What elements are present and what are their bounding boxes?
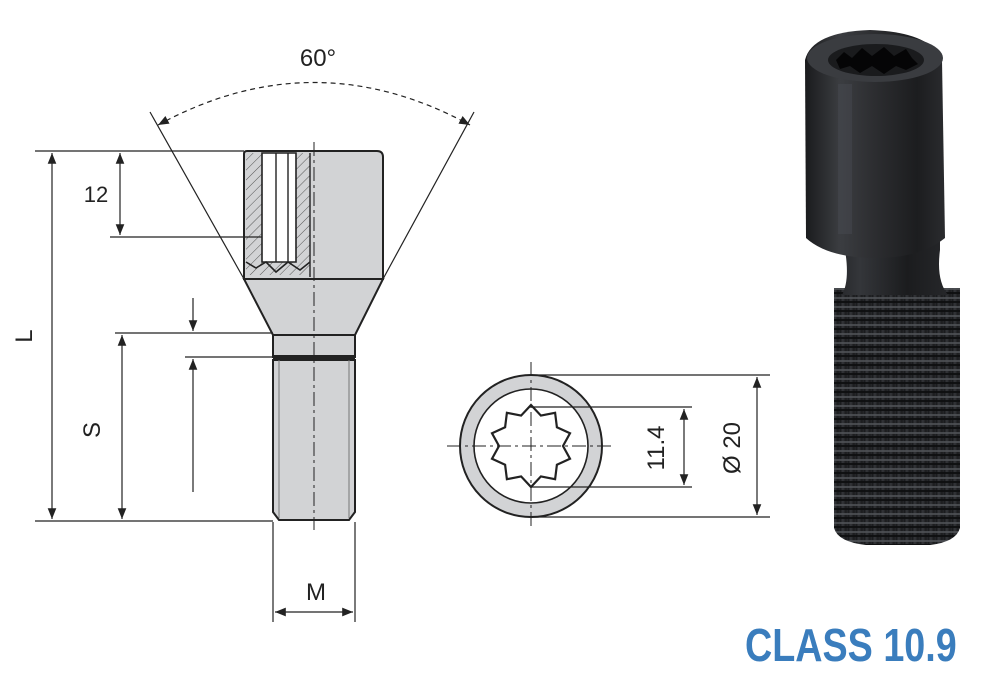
photo-thread-shaft bbox=[834, 288, 960, 545]
length-dimension bbox=[35, 150, 273, 522]
photo-head bbox=[805, 30, 945, 258]
drive-size-label: 11.4 bbox=[643, 426, 670, 471]
angle-dimension bbox=[149, 82, 475, 280]
angle-label: 60° bbox=[300, 45, 336, 72]
photo-head-highlight bbox=[838, 84, 852, 234]
drive-spline-line bbox=[275, 153, 289, 262]
thread-label: M bbox=[306, 579, 326, 606]
drive-recess bbox=[261, 152, 297, 263]
photo-socket-spline bbox=[836, 47, 918, 74]
head-diameter-label: Ø 20 bbox=[719, 422, 746, 474]
bolt-thread-shaft bbox=[272, 359, 356, 521]
drive-bottom-profile bbox=[245, 260, 311, 274]
drive-depth-dimension bbox=[110, 150, 262, 238]
head-diameter-dimension bbox=[531, 374, 770, 518]
length-label: L bbox=[11, 329, 38, 342]
drive-size-dimension bbox=[531, 406, 692, 488]
thread-length-label: S bbox=[79, 422, 106, 438]
thread-dimension bbox=[272, 522, 356, 622]
drive-depth-label: 12 bbox=[84, 182, 108, 207]
strength-class-label: CLASS 10.9 bbox=[745, 619, 957, 671]
bolt-photo bbox=[805, 30, 960, 545]
thread-length-dimension bbox=[115, 298, 273, 519]
bolt-top-view bbox=[447, 362, 615, 530]
